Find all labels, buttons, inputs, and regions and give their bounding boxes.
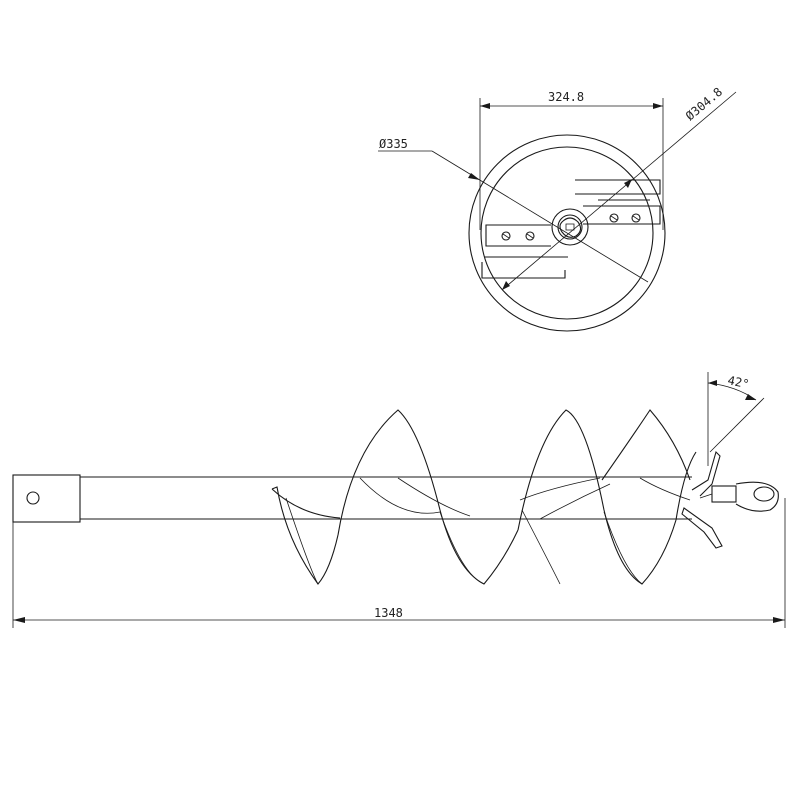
- bolt-left-1: [501, 231, 511, 241]
- angle-blade-line: [709, 397, 765, 453]
- length-dimension-label: 1348: [374, 606, 403, 620]
- section-line: [566, 232, 649, 283]
- outer-diameter-leader-diag: [431, 150, 568, 234]
- angle-dimension: 42°: [707, 372, 765, 466]
- helical-flights: [271, 409, 697, 585]
- outer-diameter-arrow: [468, 173, 480, 180]
- inner-flight-circle: [480, 146, 654, 320]
- end-view: 324.8 Ø335 Ø304.8: [378, 85, 737, 332]
- width-arrow-right: [653, 103, 663, 109]
- inner-diameter-arrow-bottom: [502, 281, 510, 290]
- width-arrow-left: [480, 103, 490, 109]
- length-arrow-right: [773, 617, 785, 623]
- center-hub: [551, 208, 589, 246]
- inner-diameter-arrow-top: [624, 179, 632, 188]
- width-dimension-label: 324.8: [548, 90, 584, 104]
- length-arrow-left: [13, 617, 25, 623]
- bolt-left-2: [525, 231, 535, 241]
- inner-diameter-label: Ø304.8: [683, 85, 725, 124]
- outer-diameter-label: Ø335: [379, 137, 408, 151]
- outer-flight-circle: [468, 134, 666, 332]
- side-view: 42° 1348: [12, 372, 786, 628]
- angle-label: 42°: [726, 373, 750, 391]
- drive-socket: [12, 474, 81, 523]
- right-blade-plate: [575, 179, 661, 225]
- bolt-right-2: [631, 213, 641, 223]
- left-blade-plate: [481, 224, 568, 279]
- cutting-tip: [681, 450, 779, 549]
- bolt-right-1: [609, 213, 619, 223]
- inner-diameter-leader: [501, 91, 737, 291]
- pin-hole: [26, 491, 40, 505]
